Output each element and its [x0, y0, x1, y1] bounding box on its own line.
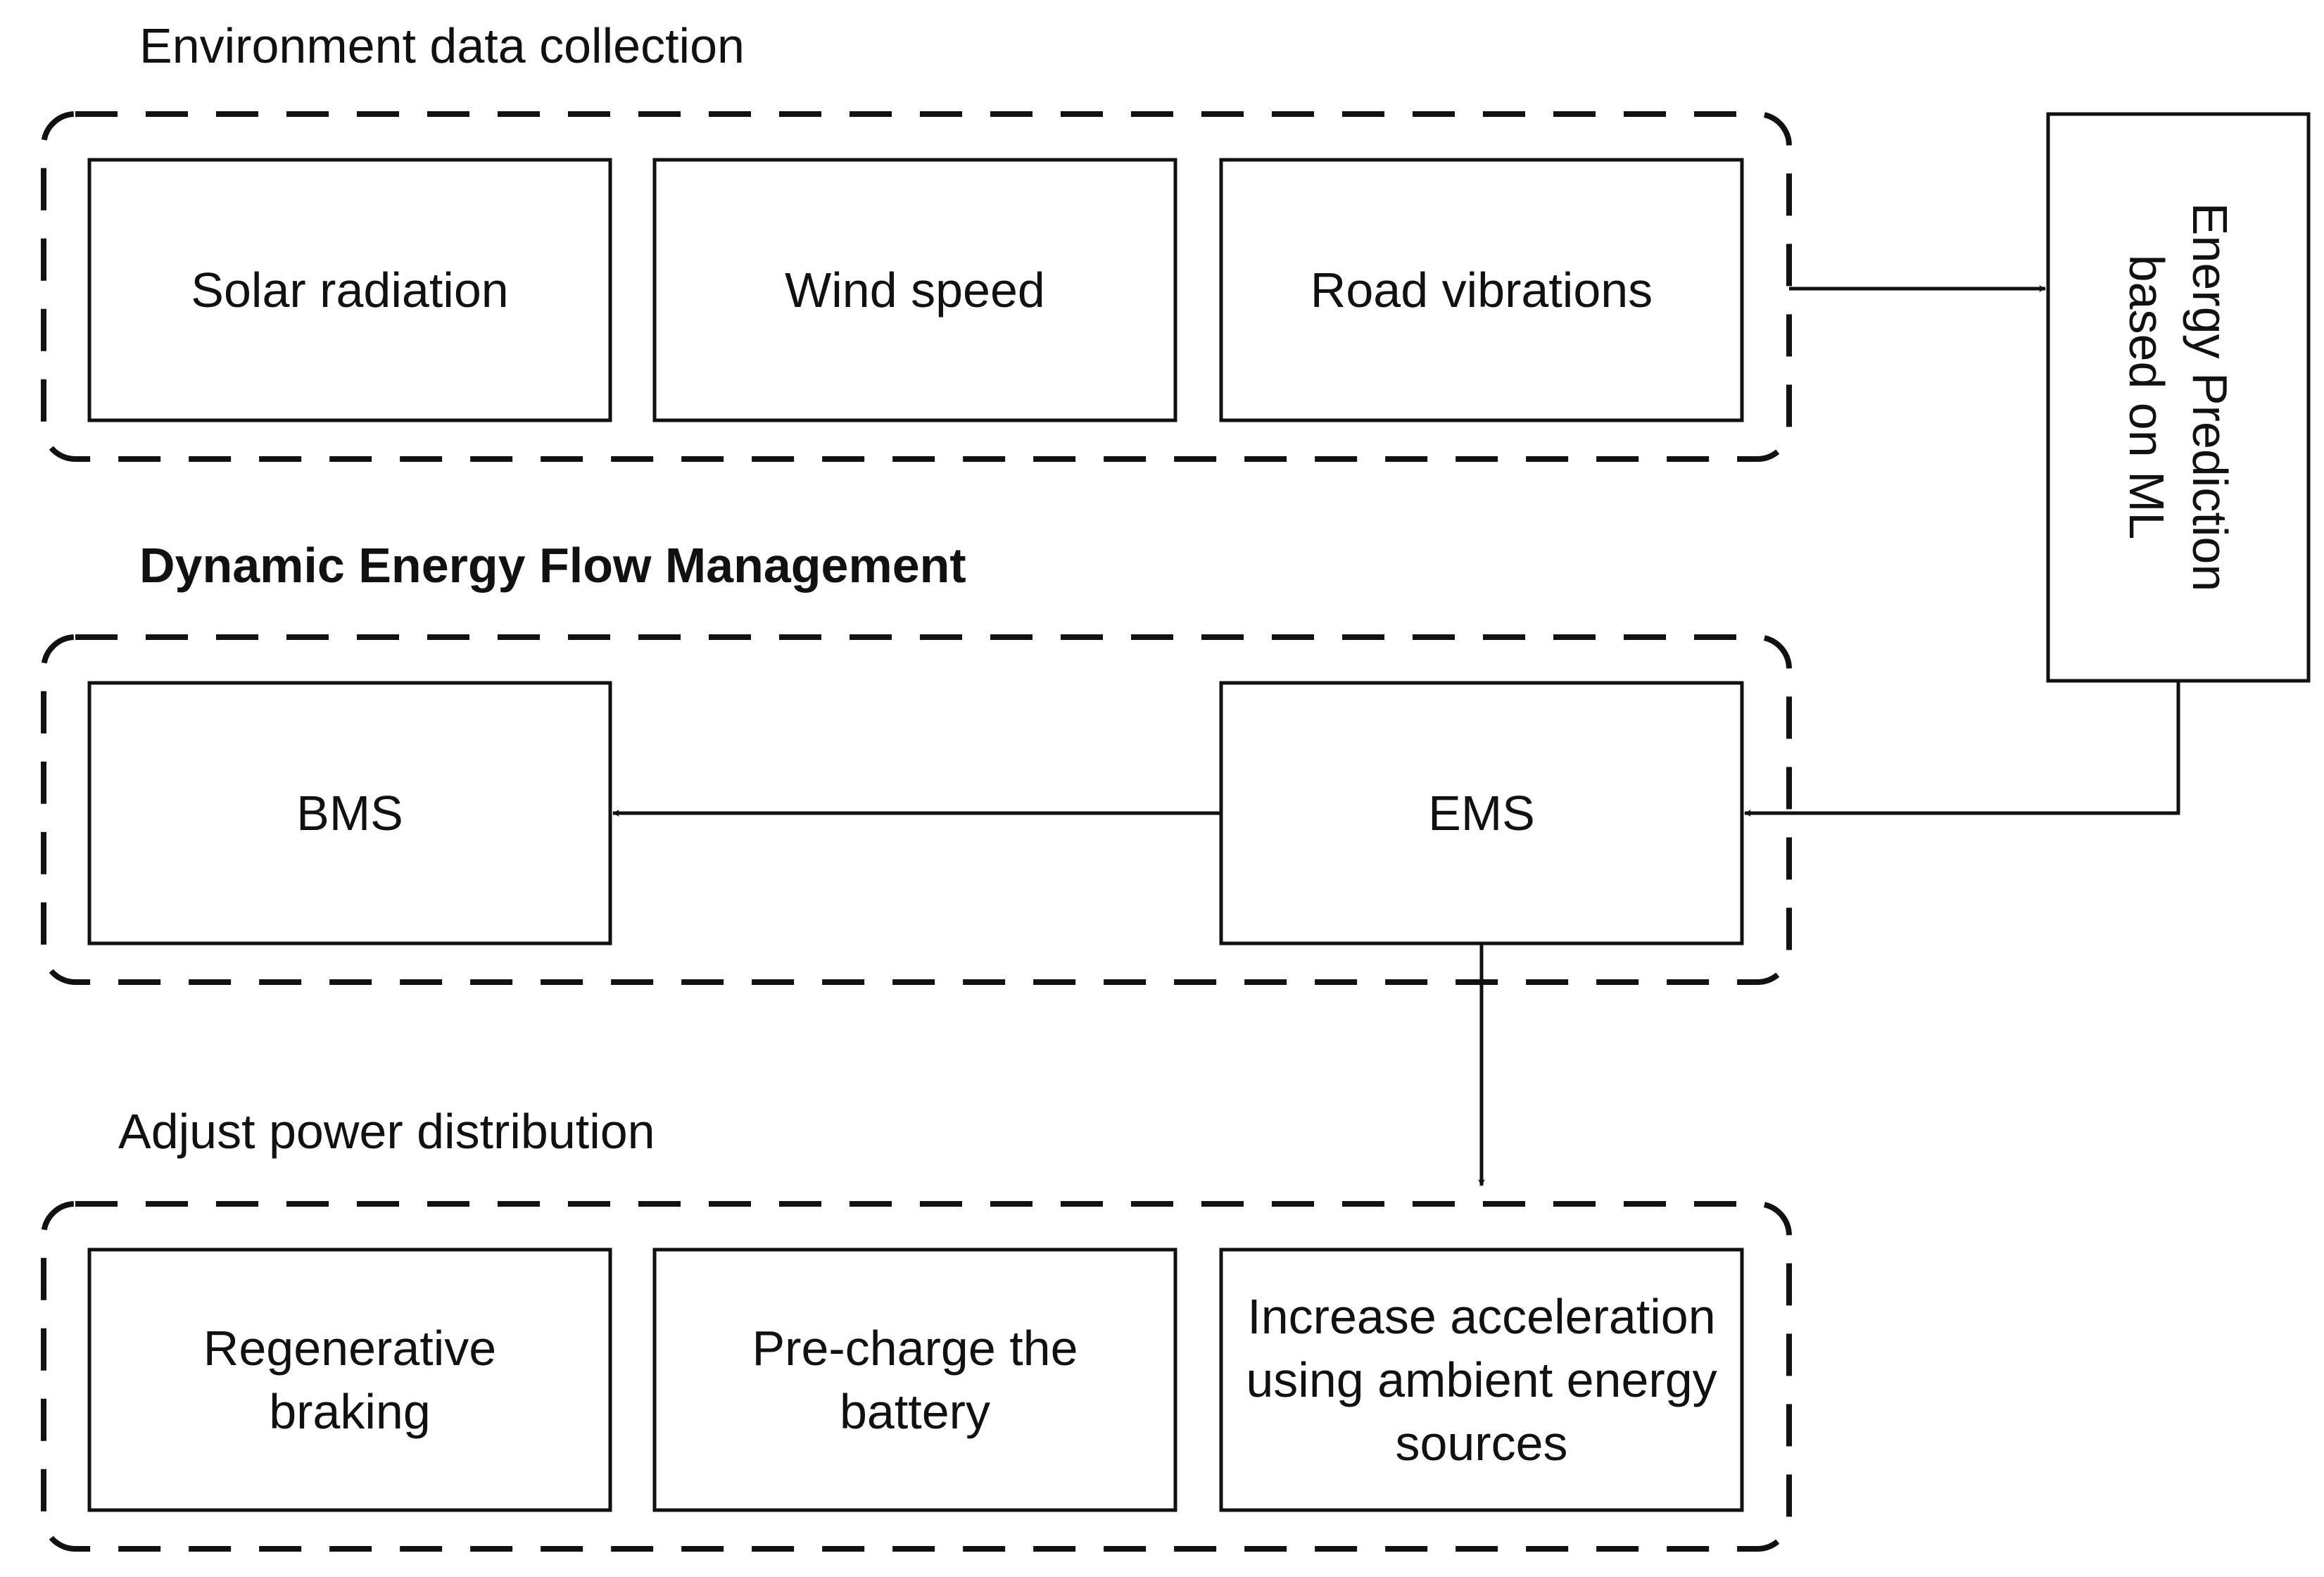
solar-radiation-label: Solar radiation — [191, 263, 509, 318]
ems-label: EMS — [1428, 786, 1535, 841]
increase-acceleration-label: Increase acceleration using ambient ener… — [1246, 1289, 1717, 1471]
increase-acceleration-box — [1219, 1248, 1744, 1512]
road-vibrations-box — [1219, 158, 1744, 422]
ems-box — [1219, 681, 1744, 945]
flow-group-title: Dynamic Energy Flow Management — [139, 538, 966, 593]
arrow-prediction-to-ems — [1744, 681, 2180, 817]
bms-box — [87, 681, 612, 945]
energy-prediction-label: Energy Prediction based on ML — [2119, 202, 2237, 592]
precharge-battery-box — [652, 1248, 1177, 1512]
environment-group-title: Environment data collection — [139, 18, 745, 73]
wind-speed-label: Wind speed — [785, 263, 1045, 318]
precharge-battery-label: Pre-charge the battery — [752, 1321, 1078, 1439]
flow-group-container — [41, 634, 1792, 985]
solar-radiation-box — [87, 158, 612, 422]
energy-prediction-box — [2046, 112, 2311, 683]
regenerative-braking-label: Regenerative braking — [203, 1321, 497, 1439]
adjust-group-container — [41, 1201, 1792, 1552]
adjust-group-title: Adjust power distribution — [118, 1104, 655, 1159]
road-vibrations-label: Road vibrations — [1310, 263, 1653, 318]
bms-label: BMS — [296, 786, 403, 841]
wind-speed-box — [652, 158, 1177, 422]
environment-group-container — [41, 111, 1792, 462]
regenerative-braking-box — [87, 1248, 612, 1512]
